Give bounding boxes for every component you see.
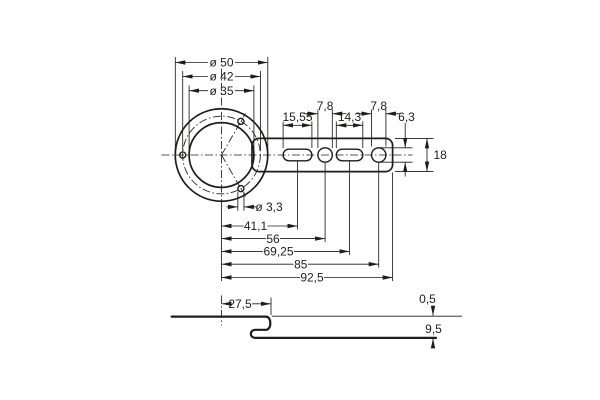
chain-dimension-lines: [221, 161, 394, 281]
diameter-dimensions: [174, 57, 269, 152]
dim-center-to-bend: 27,5: [228, 297, 252, 311]
top-view: ø 50 ø 42 ø 35: [161, 56, 448, 285]
arm-hole-2: [370, 147, 387, 163]
arm-slot-1: [282, 148, 313, 162]
bolt-circle-centerline: [182, 115, 261, 195]
outer-circle: [174, 107, 269, 203]
dim-chain-69-25: 69,25: [263, 245, 293, 259]
inner-circle: [188, 121, 255, 189]
dim-slot1-length: 15,55: [282, 110, 312, 124]
dim-outer-diameter: ø 50: [209, 56, 233, 70]
dim-material-thickness: 0,5: [419, 292, 436, 306]
dim-slot-end-width: 6,3: [398, 110, 415, 124]
side-profile-hook: [249, 315, 438, 339]
side-view: 27,5 0,5 9,5: [170, 292, 462, 349]
dim-chain-56: 56: [266, 232, 280, 246]
bracket-arm-outline: [251, 137, 394, 173]
dim-chain-85: 85: [294, 257, 308, 271]
arm-slot-2: [335, 148, 364, 162]
mounting-hole: [178, 151, 187, 159]
dim-slot2-length: 14,3: [338, 110, 362, 124]
arm-hole-1: [317, 147, 333, 163]
dim-inner-diameter: ø 35: [209, 84, 233, 98]
dim-hole2-diameter: 7,8: [370, 99, 387, 113]
centerlines: [161, 68, 413, 281]
dim-chain-41-1: 41,1: [244, 219, 268, 233]
arm-dimension-lines: [282, 109, 434, 177]
mounting-hole: [237, 184, 245, 193]
dim-arm-height: 18: [434, 148, 448, 162]
dim-hole1-diameter: 7,8: [317, 99, 334, 113]
mounting-hole: [237, 117, 245, 126]
dim-bracket-height: 9,5: [425, 322, 442, 336]
side-dimension-lines: [221, 295, 436, 349]
dim-chain-92-5: 92,5: [300, 271, 324, 285]
dim-mounting-hole-diameter: ø 3,3: [255, 200, 283, 214]
dim-bolt-circle-diameter: ø 42: [209, 70, 233, 84]
hole-dimension-lines: [226, 191, 257, 211]
